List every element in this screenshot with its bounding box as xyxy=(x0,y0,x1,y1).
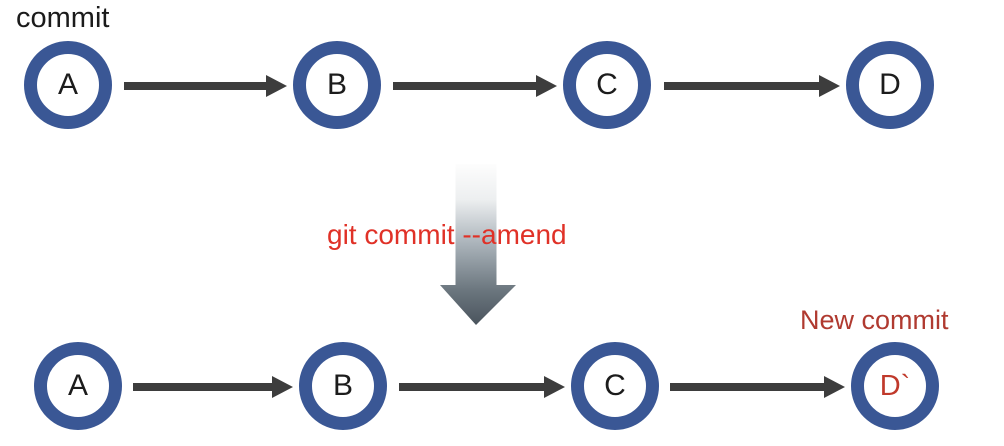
amend-transition-arrow-icon xyxy=(436,164,520,330)
commit-node-label: B xyxy=(332,369,353,402)
arrow-a-to-b-after xyxy=(133,375,293,399)
commit-node-label: A xyxy=(67,369,88,402)
arrow-c-to-d-after xyxy=(670,375,845,399)
commit-node-a-after: A xyxy=(34,342,122,430)
commit-node-label: A xyxy=(57,68,78,101)
commit-caption-label: commit xyxy=(16,2,110,34)
commit-node-d-before: D xyxy=(846,41,934,129)
new-commit-caption-label: New commit xyxy=(800,305,949,335)
arrow-c-to-d-before xyxy=(664,74,840,98)
commit-node-c-after: C xyxy=(571,342,659,430)
arrow-b-to-c-before xyxy=(393,74,557,98)
commit-node-label: D` xyxy=(879,369,911,402)
commit-node-a-before: A xyxy=(24,41,112,129)
arrow-b-to-c-after xyxy=(399,375,565,399)
arrow-a-to-b-before xyxy=(124,74,287,98)
commit-node-label: D xyxy=(879,68,901,101)
commit-node-label: C xyxy=(596,68,618,101)
commit-node-label: B xyxy=(326,68,347,101)
amend-command-label: git commit --amend xyxy=(327,219,567,250)
commit-node-d-amended-after: D` xyxy=(851,342,939,430)
commit-node-label: C xyxy=(604,369,626,402)
commit-node-c-before: C xyxy=(563,41,651,129)
commit-node-b-after: B xyxy=(299,342,387,430)
commit-node-b-before: B xyxy=(293,41,381,129)
